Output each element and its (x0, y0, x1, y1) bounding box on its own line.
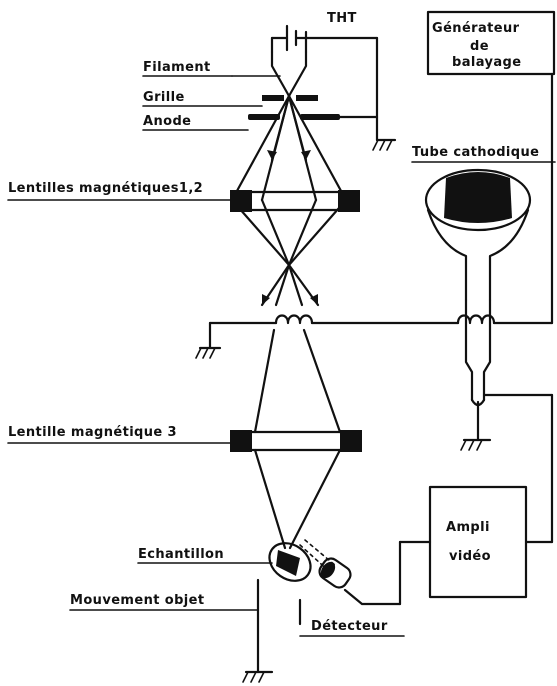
tht-label: THT (327, 11, 357, 26)
scan-generator (426, 10, 556, 325)
detector (298, 557, 402, 626)
grille-label: Grille (143, 90, 185, 105)
ground-symbol-bottom (242, 670, 274, 683)
ground-symbol-top (372, 138, 397, 151)
detecteur-label: Détecteur (311, 619, 388, 634)
lenses-1-2-label: Lentilles magnétiques1,2 (8, 181, 203, 196)
filament (270, 50, 308, 98)
ampli-line2: vidéo (449, 549, 491, 564)
filament-label: Filament (143, 60, 211, 75)
echantillon-label: Echantillon (138, 547, 224, 562)
crt-tube (424, 168, 554, 451)
video-amplifier (398, 393, 554, 606)
mouvement-objet-label: Mouvement objet (70, 593, 205, 608)
electron-beam-lower (253, 328, 342, 550)
tht-supply (270, 24, 379, 142)
tube-cathodique-label: Tube cathodique (412, 145, 539, 160)
sample-holder (256, 539, 337, 674)
magnetic-lenses-1-2 (230, 190, 360, 212)
generateur-line2: de (470, 39, 489, 54)
anode (248, 114, 379, 120)
magnetic-lens-3 (230, 430, 362, 452)
anode-label: Anode (143, 114, 191, 129)
electron-beam-upper (230, 94, 348, 307)
generateur-line1: Générateur (432, 21, 520, 36)
scan-coils (195, 314, 554, 359)
ampli-line1: Ampli (446, 520, 490, 535)
grille (262, 95, 318, 101)
lens-3-label: Lentille magnétique 3 (8, 425, 177, 440)
generateur-line3: balayage (452, 55, 521, 70)
